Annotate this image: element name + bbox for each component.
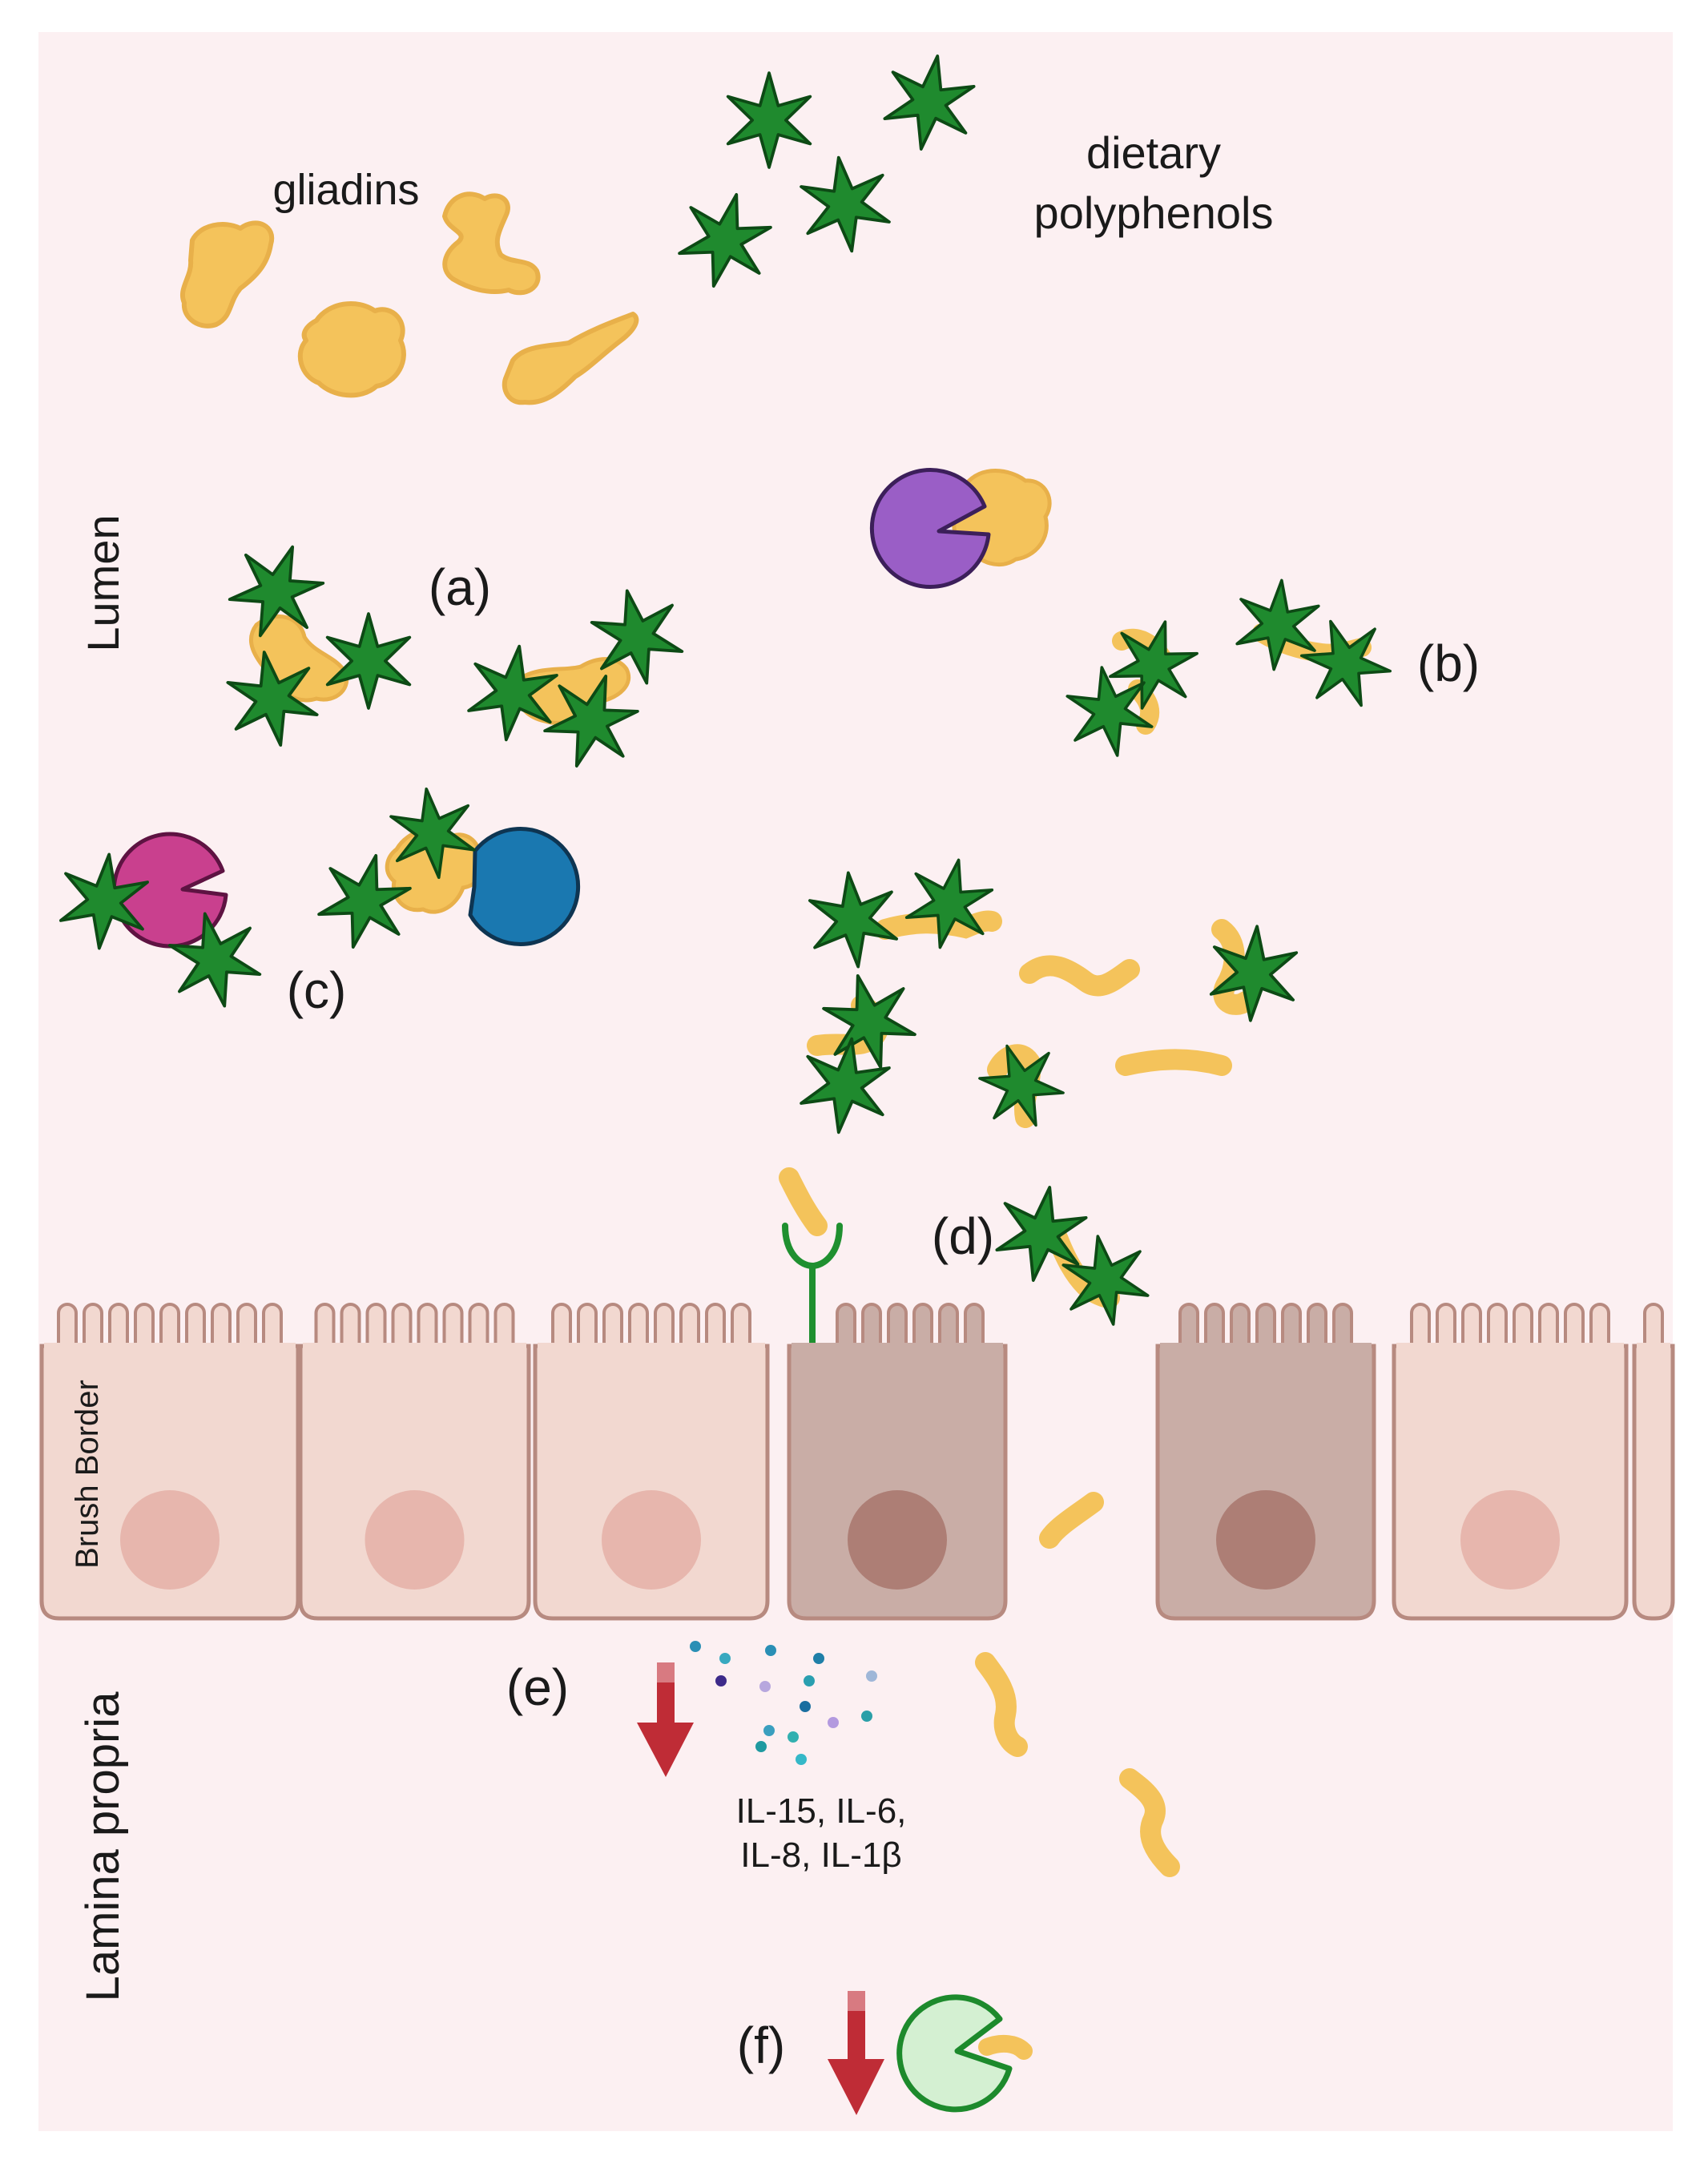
enzyme-green-group bbox=[896, 1994, 1033, 2113]
gliadin-fragment bbox=[1119, 1768, 1180, 1877]
cytokine-dot bbox=[796, 1754, 807, 1765]
gliadin-fragment bbox=[975, 1652, 1028, 1757]
nucleus bbox=[848, 1490, 947, 1590]
arrow-down-icon bbox=[828, 1991, 884, 2115]
gliadin-fragment bbox=[779, 1167, 828, 1236]
label-c: (c) bbox=[287, 961, 347, 1019]
complex-a bbox=[220, 531, 689, 780]
gliadin-aggregates bbox=[180, 191, 639, 405]
complex-d bbox=[779, 1167, 1154, 1349]
cytokine-dot bbox=[813, 1653, 824, 1664]
nucleus bbox=[120, 1490, 220, 1590]
pacman-icon bbox=[869, 468, 991, 590]
cytokine-dot bbox=[866, 1670, 877, 1682]
gliadin-fragment bbox=[1019, 955, 1140, 997]
label-dietary: dietary bbox=[1086, 127, 1221, 178]
nucleus bbox=[365, 1490, 465, 1590]
cytokine-dot bbox=[828, 1717, 839, 1728]
pacman-icon bbox=[468, 826, 581, 946]
label-lumen: Lumen bbox=[78, 514, 128, 651]
fragment-cluster bbox=[796, 850, 1300, 1140]
cytokine-dot bbox=[788, 1731, 799, 1743]
label-e: (e) bbox=[506, 1658, 569, 1716]
gliadin-fragment bbox=[875, 910, 1002, 940]
cytokine-dot bbox=[763, 1725, 775, 1736]
label-brush-border: Brush Border bbox=[70, 1380, 105, 1569]
cytokine-dot bbox=[715, 1675, 727, 1686]
epithelial-cell bbox=[1632, 1303, 1675, 1621]
gliadin-blob-2 bbox=[442, 191, 541, 296]
epithelium bbox=[39, 1303, 1675, 1621]
epithelial-cell bbox=[39, 1303, 300, 1621]
gliadin-fragment bbox=[1115, 1049, 1232, 1076]
epithelial-cell bbox=[533, 1303, 770, 1621]
epithelial-cell bbox=[787, 1303, 1008, 1621]
gliadin-fragment bbox=[1039, 1492, 1104, 1549]
nucleus bbox=[1216, 1490, 1315, 1590]
label-b: (b) bbox=[1417, 635, 1480, 692]
cytokine-dot bbox=[759, 1681, 771, 1692]
label-cytokines-1: IL-15, IL-6, bbox=[736, 1791, 907, 1831]
cytokine-dot bbox=[719, 1653, 731, 1664]
enzyme-purple-group bbox=[869, 468, 1052, 590]
nucleus bbox=[1460, 1490, 1560, 1590]
cytokine-dots bbox=[690, 1641, 877, 1765]
label-a: (a) bbox=[429, 558, 491, 616]
label-d: (d) bbox=[932, 1207, 994, 1265]
label-f: (f) bbox=[737, 2017, 785, 2074]
label-cytokines-2: IL-8, IL-1β bbox=[740, 1836, 901, 1875]
y-receptor-icon bbox=[782, 1223, 843, 1349]
cytokine-dot bbox=[804, 1675, 815, 1686]
gliadin-blob-1 bbox=[180, 220, 275, 328]
epithelial-cell bbox=[1155, 1303, 1376, 1621]
cytokine-dot bbox=[690, 1641, 701, 1652]
complex-c bbox=[56, 782, 581, 1017]
complex-b bbox=[1061, 575, 1400, 764]
gliadin-in-complex bbox=[514, 657, 631, 725]
pacman-icon bbox=[896, 1994, 1013, 2113]
translocated-fragments bbox=[975, 1492, 1180, 1877]
gliadin-blob-3 bbox=[297, 300, 406, 398]
label-gliadins: gliadins bbox=[272, 166, 419, 214]
gliadin-blob-4 bbox=[502, 312, 639, 405]
gliadin-fragment bbox=[978, 2034, 1033, 2060]
epithelial-cell bbox=[298, 1303, 531, 1621]
cytokine-dot bbox=[765, 1645, 776, 1656]
cytokine-dot bbox=[800, 1701, 811, 1712]
label-lamina-propria: Lamina propria bbox=[77, 1691, 129, 2002]
cytokine-dot bbox=[861, 1711, 872, 1722]
epithelial-cell bbox=[1392, 1303, 1629, 1621]
cytokine-dot bbox=[755, 1741, 767, 1752]
arrow-down-icon bbox=[637, 1662, 694, 1777]
nucleus bbox=[602, 1490, 701, 1590]
label-polyphenols: polyphenols bbox=[1034, 187, 1274, 238]
